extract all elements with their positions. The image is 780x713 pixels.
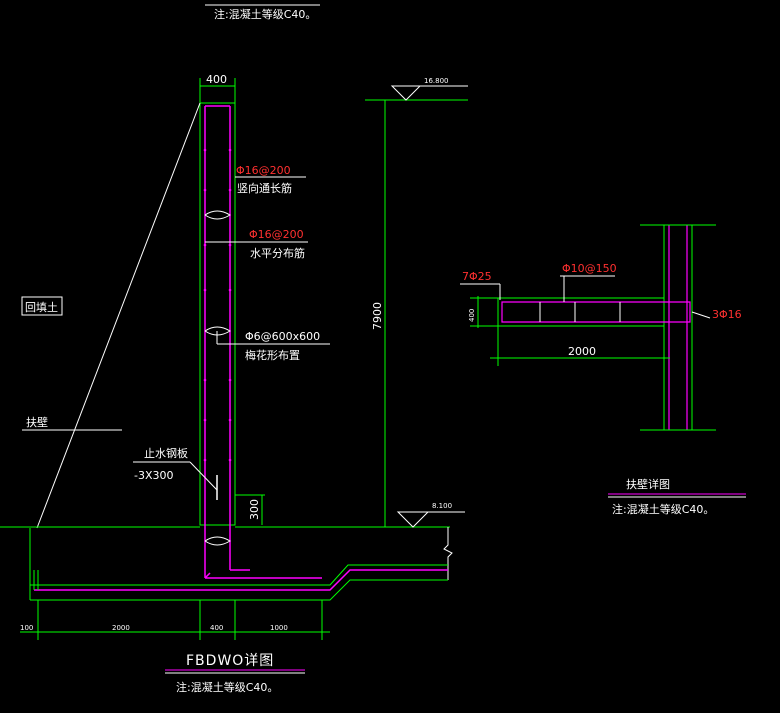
buttress-stirrup: Φ10@150 bbox=[562, 262, 617, 275]
wall-rebar-dots bbox=[203, 148, 232, 462]
buttress-note: 注:混凝土等级C40。 bbox=[612, 502, 714, 516]
buttress-rebar-top: 7Φ25 bbox=[462, 270, 492, 283]
buttress-slope-line bbox=[36, 102, 201, 529]
wall-width-dim: 400 bbox=[206, 73, 227, 86]
base-dim-3: 400 bbox=[210, 624, 223, 632]
backfill-label: 回填土 bbox=[25, 300, 58, 314]
wall-ties bbox=[204, 210, 231, 546]
horizontal-rebar-desc: 水平分布筋 bbox=[250, 246, 305, 260]
main-note: 注:混凝土等级C40。 bbox=[176, 680, 278, 694]
top-elevation: 16.800 bbox=[424, 77, 449, 85]
ground-elevation: 8.100 bbox=[432, 502, 452, 510]
buttress-label: 扶壁 bbox=[26, 415, 48, 429]
backfill-box bbox=[21, 296, 63, 316]
retaining-wall-outline bbox=[199, 102, 236, 526]
base-slab-outline bbox=[29, 528, 448, 601]
buttress-title: 扶壁详图 bbox=[626, 477, 670, 491]
main-title: FBDWO详图 bbox=[186, 653, 274, 669]
tie-rebar-desc: 梅花形布置 bbox=[245, 348, 300, 362]
tie-rebar-code: Φ6@600x600 bbox=[245, 330, 320, 343]
ground-elevation-marker bbox=[396, 511, 430, 528]
vertical-rebar-desc: 竖向通长筋 bbox=[237, 181, 292, 195]
buttress-length-dim: 2000 bbox=[568, 345, 596, 358]
wall-height-dim: 7900 bbox=[371, 302, 384, 330]
base-slab-rebar bbox=[34, 569, 448, 591]
buttress-column bbox=[663, 224, 693, 431]
waterstop-name: 止水钢板 bbox=[144, 446, 188, 460]
waterstop-size: -3X300 bbox=[134, 469, 174, 482]
buttress-beam bbox=[497, 297, 665, 327]
vertical-rebar-code: Φ16@200 bbox=[236, 164, 291, 177]
top-note: 注:混凝土等级C40。 bbox=[214, 7, 316, 21]
horizontal-rebar-code: Φ16@200 bbox=[249, 228, 304, 241]
buttress-rebar-side: 3Φ16 bbox=[712, 308, 742, 321]
waterstop-height-dim: 300 bbox=[248, 499, 261, 520]
base-dim-4: 1000 bbox=[270, 624, 288, 632]
buttress-depth-dim: 400 bbox=[468, 309, 476, 322]
base-dim-1: 100 bbox=[20, 624, 33, 632]
base-dim-2: 2000 bbox=[112, 624, 130, 632]
top-elevation-marker bbox=[390, 85, 422, 101]
